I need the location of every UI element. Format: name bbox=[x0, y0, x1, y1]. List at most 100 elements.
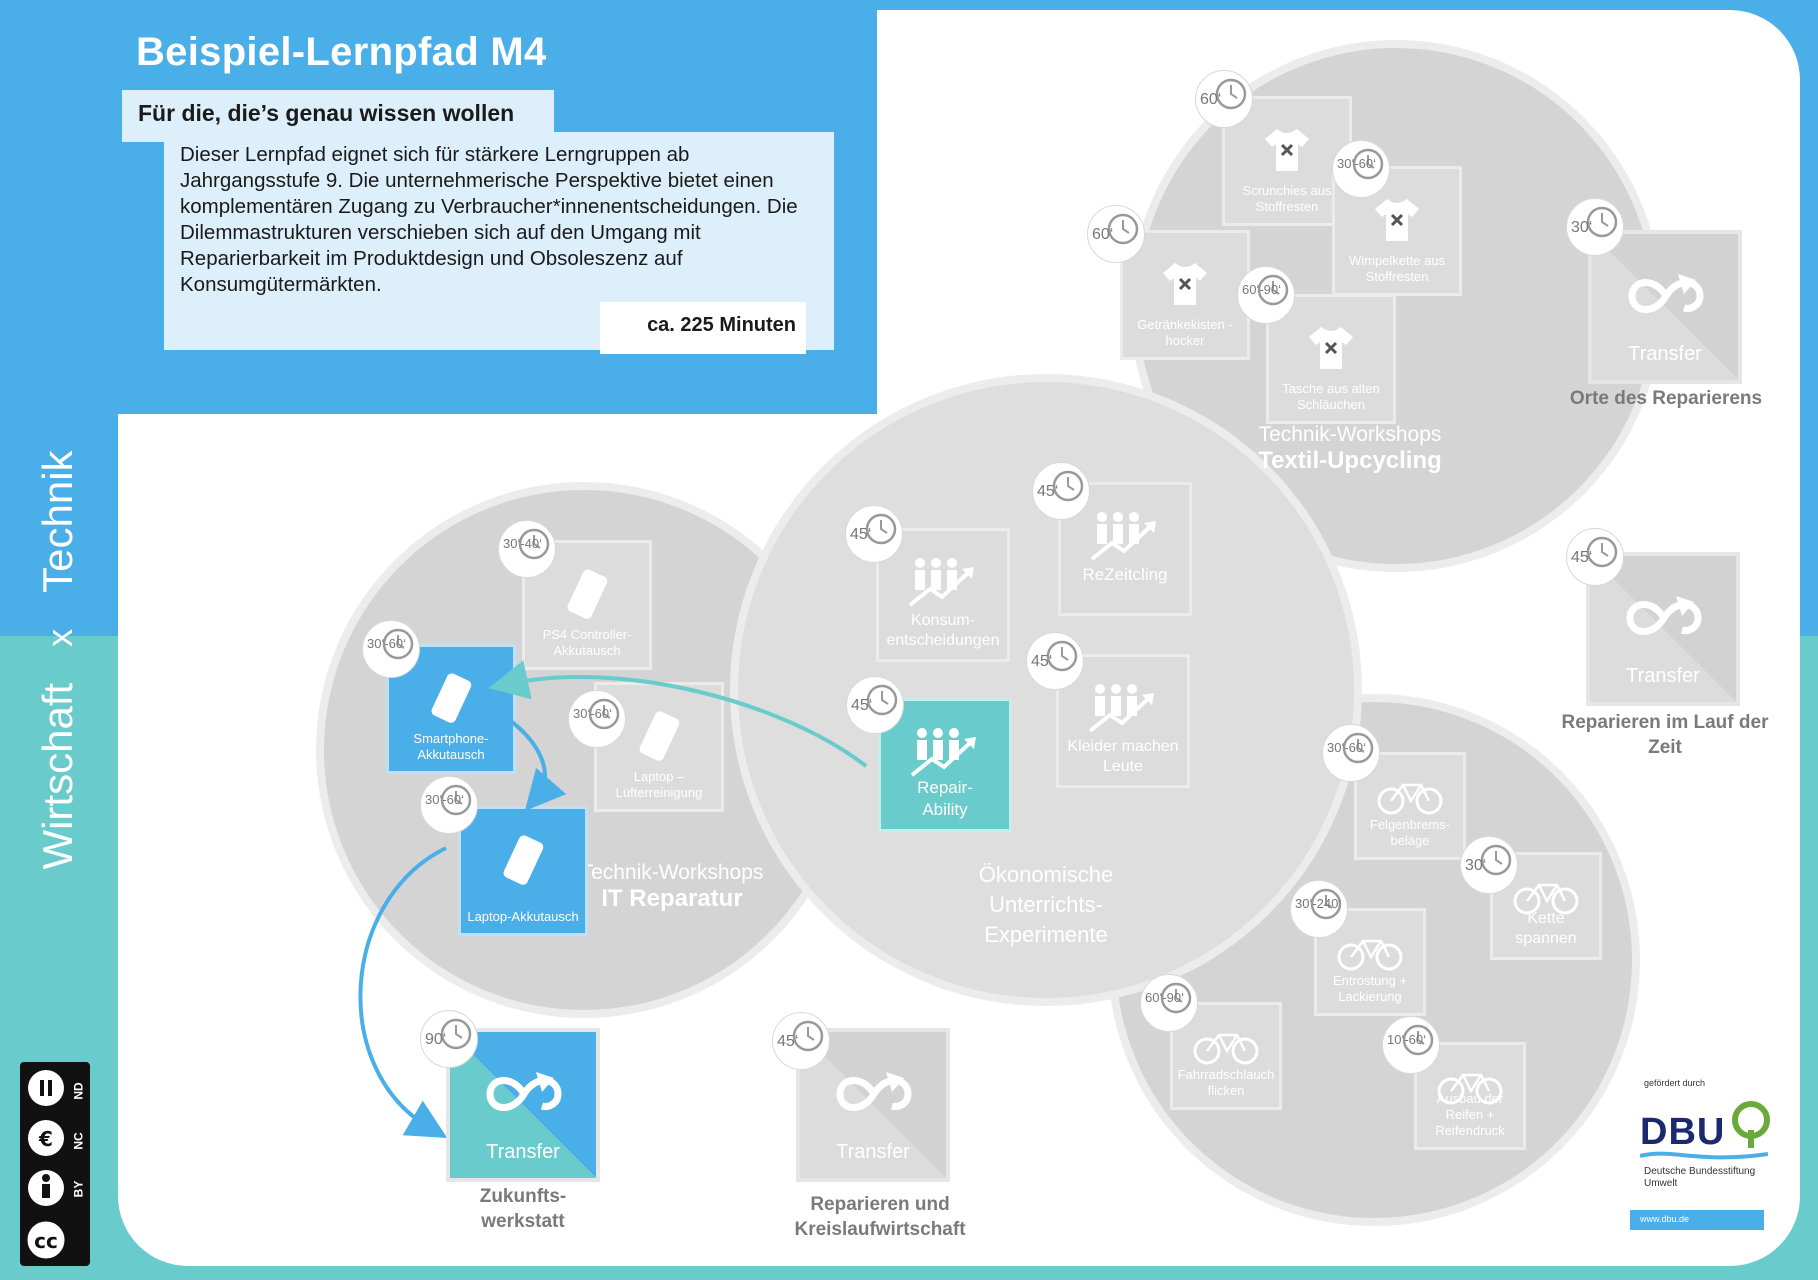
transfer-orte[interactable]: Transfer bbox=[1588, 230, 1742, 384]
card-label: Felgenbrems-beläge bbox=[1369, 817, 1451, 848]
time-badge: 30‘-40‘ bbox=[498, 520, 556, 578]
transfer-label: Transfer bbox=[1628, 343, 1702, 365]
circle-label-it: Technik-Workshops IT Reparatur bbox=[552, 860, 792, 913]
clock-icon bbox=[440, 784, 472, 816]
time-badge: 60‘-90‘ bbox=[1140, 974, 1198, 1032]
clock-icon bbox=[865, 513, 897, 545]
card-label: Smartphone-Akkutausch bbox=[413, 731, 489, 762]
transfer-caption-zeit: Reparieren im Lauf der Zeit bbox=[1561, 712, 1769, 758]
clock-icon bbox=[792, 1020, 824, 1052]
phone-icon bbox=[567, 569, 608, 619]
sponsor-url[interactable]: www.dbu.de bbox=[1630, 1210, 1764, 1230]
clock-icon bbox=[518, 528, 550, 560]
clock-icon bbox=[1586, 206, 1618, 238]
svg-text:€: € bbox=[38, 1127, 53, 1151]
clock-icon bbox=[866, 684, 898, 716]
card-label: Laptop – Lüfterreinigung bbox=[615, 769, 703, 800]
shirt-icon bbox=[1265, 129, 1309, 171]
card-label: Kette spannen bbox=[1515, 910, 1577, 947]
cc-by: BY bbox=[71, 1180, 86, 1198]
transfer-kreislauf[interactable]: Transfer bbox=[796, 1028, 950, 1182]
card-label: ReZeitcling bbox=[1082, 565, 1168, 584]
transfer-label: Transfer bbox=[836, 1141, 910, 1163]
card-kleider[interactable]: Kleider machen Leute bbox=[1056, 654, 1190, 788]
transfer-bg bbox=[800, 1032, 946, 1178]
card-label: Entrostung + Lackierung bbox=[1332, 973, 1408, 1004]
phone-icon bbox=[431, 673, 472, 723]
card-label: Konsum-entscheidungen bbox=[886, 612, 1000, 649]
clock-icon bbox=[588, 698, 620, 730]
time-badge: 45‘ bbox=[1026, 632, 1084, 690]
card-konsum[interactable]: Konsum-entscheidungen bbox=[876, 528, 1010, 662]
svg-text:cc: cc bbox=[34, 1229, 58, 1253]
clock-icon bbox=[1342, 732, 1374, 764]
transfer-zeit[interactable]: Transfer bbox=[1586, 552, 1740, 706]
infinity-icon bbox=[1628, 274, 1704, 313]
circle-label-eco-3: Experimente bbox=[984, 922, 1108, 947]
duration: ca. 225 Minuten bbox=[600, 302, 806, 354]
clock-icon bbox=[1310, 888, 1342, 920]
clock-icon bbox=[1046, 640, 1078, 672]
transfer-caption-zukunft: Zukunfts-werkstatt bbox=[479, 1186, 567, 1232]
dbu-logo-text: DBU bbox=[1640, 1111, 1726, 1153]
circle-label-it-1: Technik-Workshops bbox=[580, 861, 764, 884]
transfer-bg bbox=[1590, 556, 1736, 702]
transfer-label: Transfer bbox=[1626, 665, 1700, 687]
time-badge: 45‘ bbox=[846, 676, 904, 734]
shirt-icon bbox=[1163, 263, 1207, 305]
transfer-zukunft[interactable]: Transfer bbox=[446, 1028, 600, 1182]
time-badge: 90‘ bbox=[420, 1010, 478, 1068]
infinity-icon bbox=[1626, 596, 1702, 635]
time-badge: 30‘-60‘ bbox=[420, 776, 478, 834]
clock-icon bbox=[440, 1018, 472, 1050]
subtitle: Für die, die’s genau wissen wollen bbox=[122, 90, 554, 142]
time-badge: 45‘ bbox=[1032, 462, 1090, 520]
card-label: Scrunchies aus Stoffresten bbox=[1242, 183, 1332, 214]
time-badge: 30‘-60‘ bbox=[568, 690, 626, 748]
card-laptop[interactable]: Laptop-Akkutausch bbox=[458, 806, 588, 936]
sponsor-note: gefördert durch bbox=[1644, 1078, 1706, 1088]
bicycle-icon bbox=[1437, 1073, 1503, 1105]
arrow-repair-to-smartphone bbox=[488, 660, 868, 768]
card-label: Wimpelkette aus Stoffresten bbox=[1348, 253, 1446, 284]
time-badge: 30‘-60‘ bbox=[362, 620, 420, 678]
time-badge: 45‘ bbox=[845, 505, 903, 563]
infinity-icon bbox=[836, 1072, 912, 1111]
time-badge: 30‘-60‘ bbox=[1332, 140, 1390, 198]
card-kette[interactable]: Kette spannen bbox=[1490, 852, 1602, 960]
dbu-logo: DBU bbox=[1640, 1100, 1773, 1154]
phone-icon bbox=[503, 835, 544, 885]
bicycle-icon bbox=[1513, 883, 1579, 915]
time-badge: 30‘-240‘ bbox=[1290, 880, 1348, 938]
time-badge: 60‘ bbox=[1195, 70, 1253, 128]
transfer-caption-orte: Orte des Reparierens bbox=[1569, 388, 1763, 409]
time-badge: 30‘-60‘ bbox=[1322, 724, 1380, 782]
leaf-icon bbox=[1732, 1101, 1771, 1148]
sponsor-name: Deutsche Bundesstiftung Umwelt bbox=[1644, 1166, 1756, 1189]
clock-icon bbox=[1257, 274, 1289, 306]
phone-icon bbox=[639, 711, 680, 761]
time-badge: 10‘-60‘ bbox=[1382, 1016, 1440, 1074]
page-title: Beispiel-Lernpfad M4 bbox=[136, 30, 547, 74]
people-growth-icon bbox=[1090, 512, 1156, 561]
transfer-bg bbox=[1592, 234, 1738, 380]
clock-icon bbox=[1215, 78, 1247, 110]
shirt-icon bbox=[1375, 199, 1419, 241]
wave-icon bbox=[1640, 1151, 1768, 1160]
clock-icon bbox=[1586, 536, 1618, 568]
cc-nd: ND bbox=[71, 1082, 86, 1100]
circle-label-textile: Technik-Workshops Textil-Upcycling bbox=[1230, 422, 1470, 475]
bicycle-icon bbox=[1193, 1033, 1259, 1065]
time-badge: 30‘ bbox=[1566, 198, 1624, 256]
clock-icon bbox=[1160, 982, 1192, 1014]
clock-icon bbox=[382, 628, 414, 660]
arrow-laptop-to-transfer bbox=[358, 846, 448, 1139]
time-badge: 45‘ bbox=[1566, 528, 1624, 586]
circle-label-it-2: IT Reparatur bbox=[601, 885, 743, 912]
card-label: PS4 Controller-Akkutausch bbox=[542, 627, 632, 658]
clock-icon bbox=[1480, 844, 1512, 876]
circle-label-textile-1: Technik-Workshops bbox=[1258, 423, 1442, 446]
card-repair-ability[interactable]: Repair-Ability bbox=[878, 698, 1012, 832]
card-tasche[interactable]: Tasche aus alten Schläuchen bbox=[1266, 294, 1396, 424]
shirt-icon bbox=[1309, 327, 1353, 369]
